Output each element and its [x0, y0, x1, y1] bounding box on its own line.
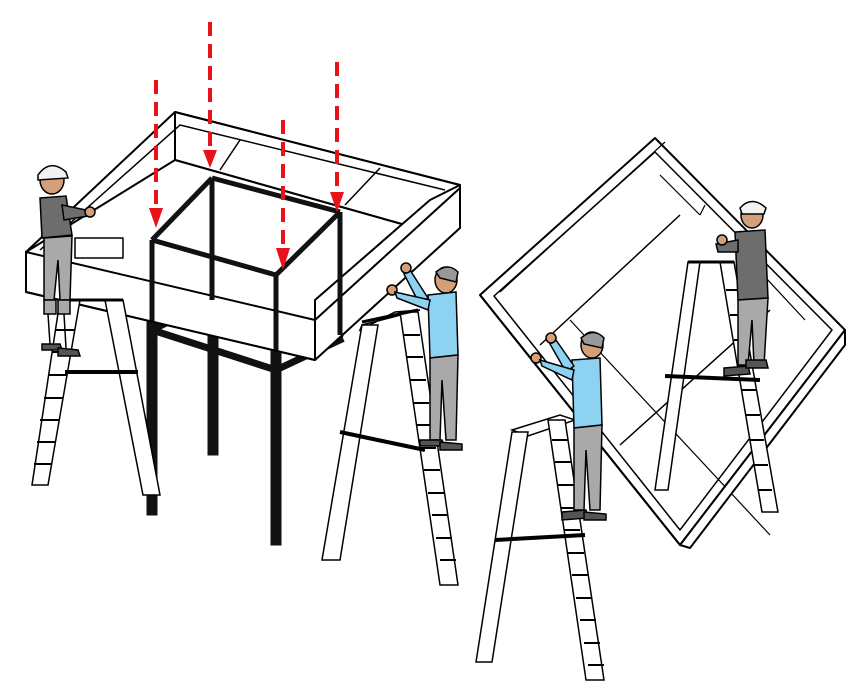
ceiling-panel-box: [26, 112, 460, 370]
step-ladder: [32, 300, 160, 495]
